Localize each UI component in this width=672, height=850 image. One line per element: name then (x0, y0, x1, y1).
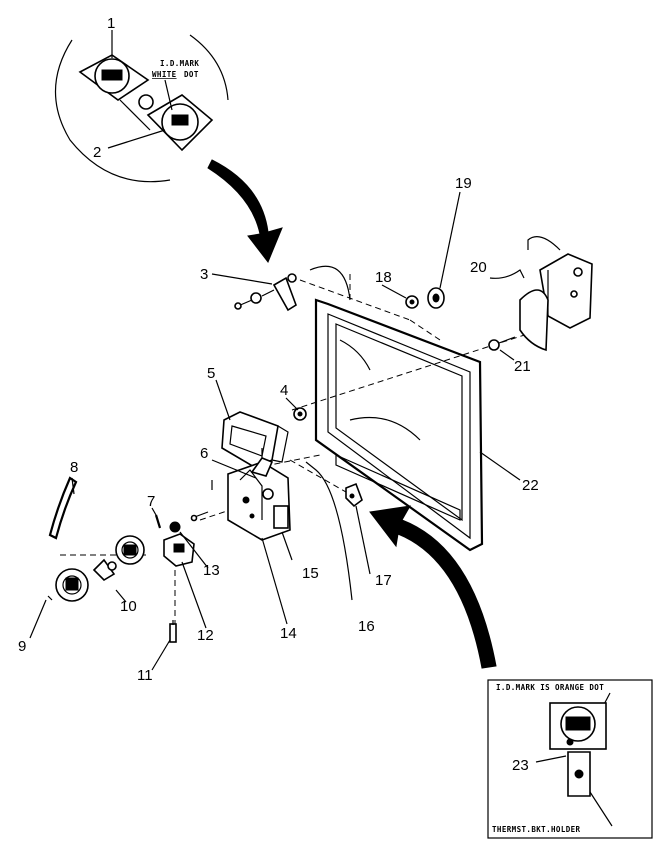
part-17-clip (345, 482, 363, 508)
callout-6: 6 (200, 445, 208, 462)
thermostat-bracket-holder-label: THERMST.BKT.HOLDER (492, 825, 581, 834)
callout-13: 13 (203, 562, 220, 579)
part-19-bushing (427, 287, 445, 309)
part-3-screw-assembly (234, 273, 297, 312)
callout-4: 4 (280, 382, 288, 399)
dot-label: DOT (184, 70, 199, 79)
callout-5: 5 (207, 365, 215, 382)
top-inset-detail: I.D.MARK WHITE DOT (54, 30, 229, 183)
part-21-screw (488, 336, 516, 351)
part-20-bracket (519, 236, 593, 352)
part-18-nut (405, 295, 419, 309)
callout-22: 22 (522, 477, 539, 494)
callout-1: 1 (107, 15, 115, 32)
callout-17: 17 (375, 572, 392, 589)
callout-7: 7 (147, 493, 155, 510)
callout-18: 18 (375, 269, 392, 286)
part-5-light-lens (221, 411, 289, 469)
callout-10: 10 (120, 598, 137, 615)
callout-16: 16 (358, 618, 375, 635)
callout-14: 14 (280, 625, 297, 642)
callout-15: 15 (302, 565, 319, 582)
callout-21: 21 (514, 358, 531, 375)
callout-23: 23 (512, 757, 529, 774)
part-11-lead (169, 620, 177, 643)
callout-9: 9 (18, 638, 26, 655)
direction-arrow-bottom (369, 505, 497, 669)
callout-12: 12 (197, 627, 214, 644)
part-7-spring (154, 514, 162, 529)
callout-8: 8 (70, 459, 78, 476)
part-4-washer (293, 407, 307, 421)
callout-11: 11 (137, 667, 153, 684)
callout-20: 20 (470, 259, 487, 276)
part-10-knob-set (92, 535, 145, 582)
part-9-knob (47, 568, 89, 602)
white-label: WHITE (152, 70, 177, 79)
id-mark-label: I.D.MARK (160, 59, 199, 68)
assembly-lines (60, 279, 541, 625)
callout-leaders (29, 191, 525, 671)
direction-arrow-top (207, 159, 283, 263)
door-frame-22 (309, 265, 484, 552)
screw-near-14 (190, 480, 213, 522)
part-6-switch (250, 448, 274, 477)
part-8-lead (48, 476, 78, 540)
bottom-inset-detail: I.D.MARK IS ORANGE DOT THERMST.BKT.HOLDE… (487, 679, 653, 839)
callout-2: 2 (93, 144, 101, 161)
part-12-infinite-switch (163, 533, 195, 567)
leader-16 (305, 461, 353, 601)
callout-3: 3 (200, 266, 208, 283)
orange-dot-label: I.D.MARK IS ORANGE DOT (496, 683, 604, 692)
callout-numbers: 1 2 3 4 5 6 7 8 9 10 11 12 13 14 15 16 1… (18, 15, 539, 774)
callout-19: 19 (455, 175, 472, 192)
part-13-washer (169, 521, 181, 533)
